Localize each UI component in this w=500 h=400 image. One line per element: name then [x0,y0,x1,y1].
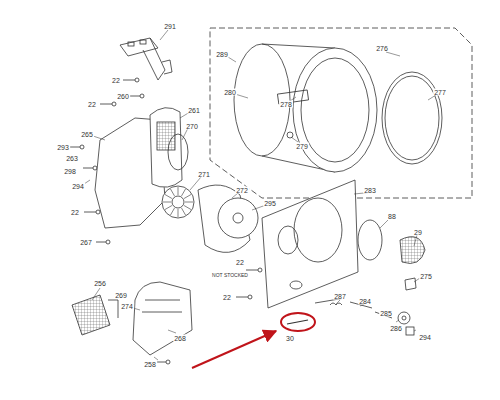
drum-group-outline [210,28,472,198]
callout-number: 22 [235,259,245,266]
blower-fin [165,195,172,199]
callout-number: NOT STOCKED [211,273,249,278]
blower-wheel [162,186,194,218]
blower-fin [182,189,186,196]
callout-number: 293 [56,144,70,151]
part-30 [287,320,308,324]
exhaust-duct [150,108,182,188]
callout-number: 30 [285,335,295,342]
callout-number: 285 [379,310,393,317]
blower-fin [171,189,175,196]
clip [108,300,118,318]
blower-fin [165,206,172,210]
callout-number: 261 [187,107,201,114]
blower-fin [182,208,186,215]
leader-lines [84,30,436,360]
red-callout [192,313,315,368]
callout-number: 279 [295,143,309,150]
callout-number: 22 [70,209,80,216]
blower-fin [185,202,193,203]
callout-number: 278 [279,101,293,108]
callout-number: 298 [63,168,77,175]
callout-number: 271 [197,171,211,178]
inlet-duct [133,282,192,355]
callout-number: 256 [93,280,107,287]
blower-fin [184,195,191,199]
callout-number: 295 [263,200,277,207]
callout-number: 270 [185,123,199,130]
callout-number: 267 [79,239,93,246]
callout-number: 291 [163,23,177,30]
toe-grill [72,295,110,335]
callout-number: 22 [87,101,97,108]
blower-fin [178,187,179,195]
callout-number: 22 [222,294,232,301]
seal-ring [168,134,188,170]
callout-number: 286 [389,325,403,332]
callout-number: 289 [215,51,229,58]
drum-seal [382,72,442,164]
callout-number: 272 [235,187,249,194]
callout-number: 277 [433,89,447,96]
blower-fin [184,206,191,210]
screws [70,78,262,364]
callout-number: 284 [358,298,372,305]
callout-number: 258 [143,361,157,368]
callout-number: 268 [173,335,187,342]
front-panel [262,180,358,308]
callout-number: 287 [333,293,347,300]
callout-number: 88 [387,213,397,220]
callout-number: 275 [419,273,433,280]
callout-number: 294 [418,334,432,341]
front-seal [358,220,382,260]
drum [234,44,377,172]
blower-fin [163,202,171,203]
callout-number: 29 [413,229,423,236]
motor-pulley [218,198,258,238]
callout-number: 276 [375,45,389,52]
callout-number: 274 [120,303,134,310]
callout-number: 260 [116,93,130,100]
callout-number: 22 [111,77,121,84]
callout-number: 269 [114,292,128,299]
callout-number: 265 [80,131,94,138]
door-latch-parts [315,278,416,335]
callout-number: 280 [223,89,237,96]
callout-number: 263 [65,155,79,162]
rear-bracket [120,38,172,80]
callout-number: 283 [363,187,377,194]
lint-filter [400,237,425,264]
blower-fin [171,208,175,215]
blower-fin [178,209,179,217]
callout-number: 294 [71,183,85,190]
